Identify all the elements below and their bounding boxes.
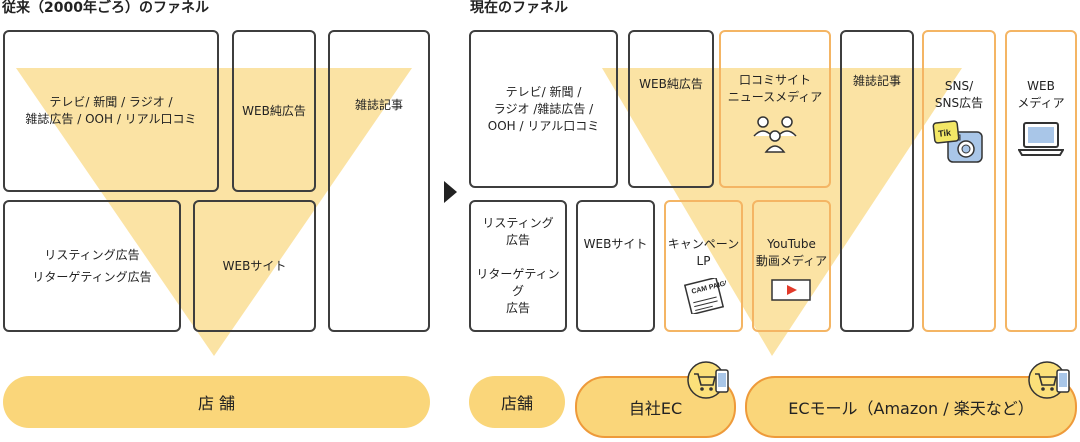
right-box-review-news: 口コミサイト ニュースメディア: [719, 30, 831, 188]
left-store-pill: 店 舗: [3, 376, 430, 428]
right-store-pill: 店舗: [469, 376, 565, 428]
right-box-mass-media: テレビ/ 新聞 / ラジオ /雑誌広告 / OOH / リアル口コミ: [469, 30, 618, 188]
right-box-sns: SNS/ SNS広告 Tik: [922, 30, 996, 332]
transition-arrow: [444, 181, 457, 203]
right-box-web-ad: WEB純広告: [628, 30, 714, 188]
left-box-website: WEBサイト: [193, 200, 316, 332]
left-box-web-ad: WEB純広告: [232, 30, 316, 192]
left-funnel-triangle: [16, 68, 412, 356]
right-box-web-media: WEB メディア: [1005, 30, 1077, 332]
laptop-icon: [1017, 122, 1064, 156]
left-box-magazine: 雑誌記事: [328, 30, 430, 332]
left-box-mass-media: テレビ/ 新聞 / ラジオ / 雑誌広告 / OOH / リアル口コミ: [3, 30, 219, 192]
campaign-flyer-icon: CAM PAIGN: [683, 278, 726, 314]
right-box-magazine: 雑誌記事: [840, 30, 914, 332]
svg-text:Tik: Tik: [938, 127, 953, 138]
sns-app-icon: Tik: [932, 120, 983, 163]
right-title: 現在のファネル: [470, 0, 568, 16]
people-group-icon: [753, 116, 797, 153]
right-funnel-triangle: [602, 68, 962, 356]
left-title: 従来（2000年ごろ）のファネル: [2, 0, 209, 16]
cart-phone-icon: [687, 361, 729, 399]
right-box-campaign: キャンペーン LP CAM PAIGN: [664, 200, 743, 332]
right-box-youtube: YouTube 動画メディア: [752, 200, 831, 332]
right-box-listing: リスティング 広告 リターゲティング 広告: [469, 200, 567, 332]
right-box-website: WEBサイト: [576, 200, 655, 332]
ec-mall-pill: ECモール（Amazon / 楽天など）: [745, 376, 1077, 438]
video-player-icon: [771, 279, 812, 301]
cart-phone-icon: [1028, 361, 1070, 399]
left-box-listing: リスティング広告 リターゲティング広告: [3, 200, 181, 332]
